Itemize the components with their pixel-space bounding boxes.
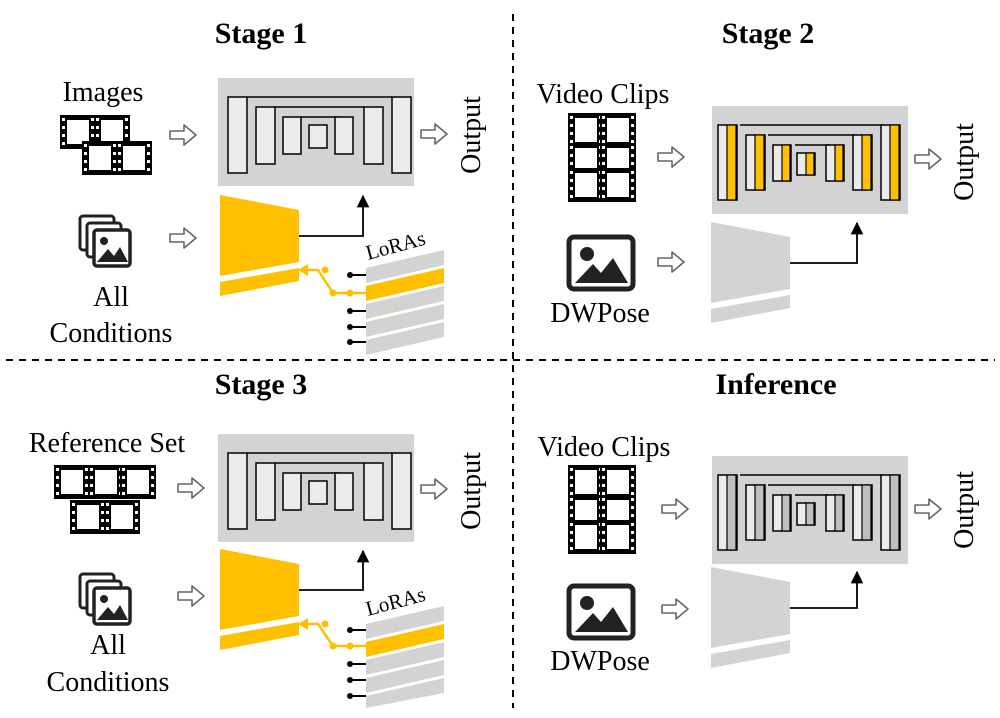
condition-encoder — [220, 195, 299, 296]
film-strip-icon — [54, 465, 156, 534]
stage-1-title: Stage 1 — [215, 17, 308, 50]
stage-3-input-label: Reference Set — [29, 428, 185, 459]
hollow-right-arrow-icon — [177, 477, 205, 499]
hollow-right-arrow-icon — [169, 124, 197, 146]
hollow-right-arrow-icon — [177, 585, 205, 607]
film-strip-icon — [568, 465, 636, 554]
hollow-right-arrow-icon — [657, 146, 685, 168]
stage-1-cond-label-2: Conditions — [50, 318, 173, 349]
stage-1-cond-label-1: All — [93, 282, 129, 313]
hollow-right-arrow-icon — [914, 148, 942, 170]
unet-block — [218, 434, 414, 542]
hollow-right-arrow-icon — [657, 251, 685, 273]
panel-inference: Inference Video Clips — [538, 368, 980, 677]
image-icon — [569, 586, 633, 638]
encoder-to-unet-arrow — [299, 194, 370, 237]
hollow-right-arrow-icon — [661, 498, 689, 520]
inference-input-label: Video Clips — [538, 432, 671, 463]
stage-3-cond-label-1: All — [90, 630, 126, 661]
inference-cond-label: DWPose — [550, 646, 650, 677]
lora-connectors — [298, 618, 366, 699]
lora-stack — [366, 250, 444, 355]
encoder-to-unet-arrow — [790, 221, 864, 264]
stage-2-cond-label: DWPose — [550, 298, 650, 329]
image-icon — [569, 237, 633, 289]
stage-2-input-label: Video Clips — [537, 79, 670, 110]
hollow-right-arrow-icon — [420, 478, 448, 500]
hollow-right-arrow-icon — [661, 598, 689, 620]
stage-1-input-label: Images — [63, 77, 144, 108]
lora-stack — [366, 606, 444, 708]
stage-2-output-label: Output — [949, 123, 980, 201]
encoder-to-unet-arrow — [299, 549, 370, 591]
film-strip-icon — [568, 113, 636, 202]
inference-title: Inference — [715, 368, 836, 401]
panel-stage-3: Stage 3 Reference Set Output Al — [29, 368, 487, 708]
lora-connectors — [298, 264, 366, 345]
stage-3-cond-label-2: Conditions — [47, 667, 170, 698]
condition-encoder — [220, 549, 299, 650]
condition-encoder — [711, 222, 790, 323]
stage-1-output-label: Output — [456, 96, 487, 174]
image-stack-icon — [78, 214, 132, 268]
film-strip-icon — [60, 115, 152, 175]
stage-3-title: Stage 3 — [215, 368, 308, 401]
stage-2-title: Stage 2 — [722, 17, 815, 50]
panel-stage-1: Stage 1 Images Output All Conditio — [50, 17, 487, 355]
condition-encoder — [711, 567, 790, 668]
inference-output-label: Output — [949, 471, 980, 549]
stage-3-output-label: Output — [456, 452, 487, 530]
image-stack-icon — [78, 572, 132, 626]
unet-block — [218, 78, 414, 186]
unet-block — [712, 106, 908, 214]
hollow-right-arrow-icon — [169, 227, 197, 249]
encoder-to-unet-arrow — [790, 570, 864, 609]
hollow-right-arrow-icon — [914, 498, 942, 520]
hollow-right-arrow-icon — [420, 123, 448, 145]
unet-block — [712, 456, 908, 564]
panel-stage-2: Stage 2 Video Clips — [537, 17, 980, 329]
